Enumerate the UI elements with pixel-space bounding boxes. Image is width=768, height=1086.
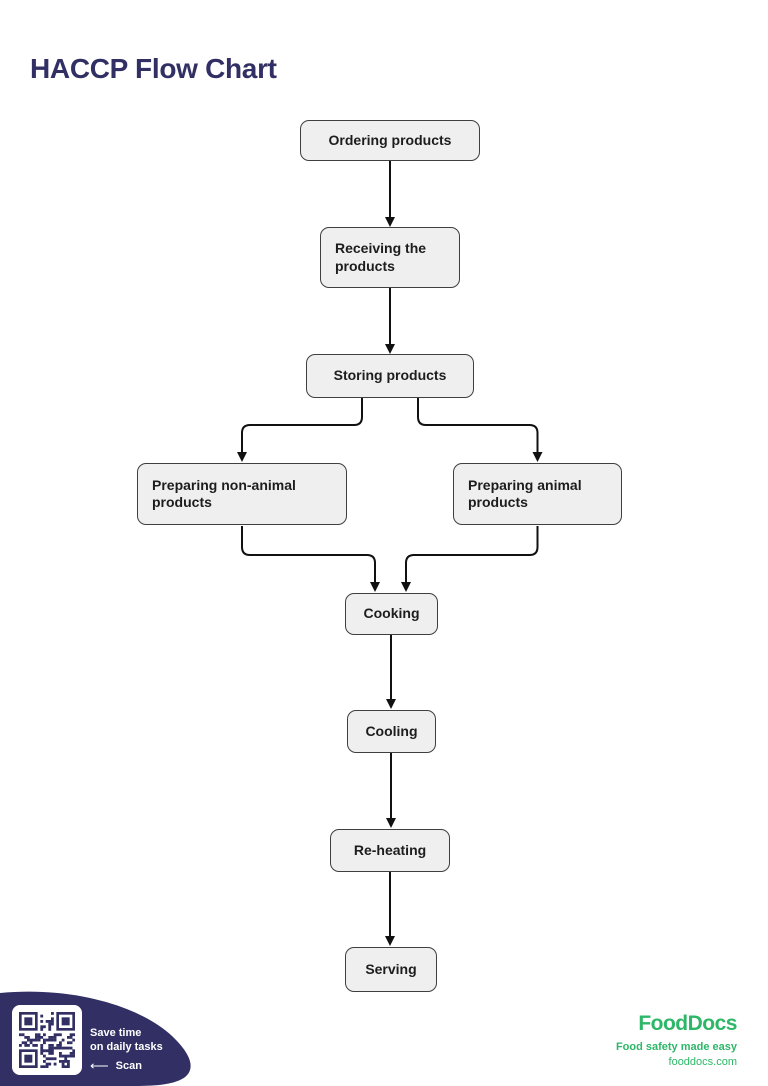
- arrowhead: [385, 217, 395, 227]
- flow-node-ordering: Ordering products: [300, 120, 480, 161]
- flow-node-cooling: Cooling: [347, 710, 436, 753]
- edge-storing-prep-non-animal: [241, 397, 363, 454]
- node-label: Preparing non-animal products: [152, 476, 296, 510]
- node-label: Ordering products: [328, 131, 452, 148]
- node-label: Re-heating: [353, 841, 427, 858]
- flow-node-prep-animal: Preparing animal products: [453, 463, 622, 525]
- arrowhead: [401, 582, 411, 592]
- flow-node-prep-non-animal: Preparing non-animal products: [137, 463, 347, 525]
- flow-node-reheating: Re-heating: [330, 829, 450, 872]
- brand-website: fooddocs.com: [668, 1056, 737, 1069]
- flow-node-storing: Storing products: [306, 354, 474, 398]
- flow-node-serving: Serving: [345, 947, 437, 992]
- page-title: HACCP Flow Chart: [30, 52, 277, 84]
- promo-line1: Save time: [90, 1027, 142, 1039]
- fooddocs-logo: FoodDocs: [638, 1012, 737, 1035]
- flow-node-receiving: Receiving the products: [320, 227, 460, 288]
- arrowhead: [532, 452, 543, 462]
- brand-block: FoodDocs Food safety made easy fooddocs.…: [615, 1012, 738, 1069]
- qr-code: [12, 1005, 82, 1075]
- scan-label: Scan: [115, 1060, 142, 1072]
- node-label: Cooking: [363, 605, 420, 622]
- qr-code-pattern: [19, 1012, 75, 1068]
- arrowhead: [385, 936, 395, 946]
- node-label: Cooling: [365, 722, 418, 739]
- edge-prep-non-animal-cooking: [241, 526, 376, 584]
- flow-node-cooking: Cooking: [345, 593, 438, 635]
- arrowhead: [385, 344, 395, 354]
- left-arrow-icon: ⟵: [90, 1058, 109, 1073]
- arrowhead: [237, 452, 247, 462]
- arrowhead: [370, 582, 380, 592]
- promo-line2: on daily tasks: [90, 1041, 163, 1054]
- node-label: Preparing animal products: [468, 476, 582, 510]
- node-label: Serving: [365, 960, 417, 977]
- arrowhead: [386, 699, 396, 709]
- edge-storing-prep-animal: [417, 397, 539, 454]
- node-label: Storing products: [333, 367, 447, 384]
- brand-tagline: Food safety made easy: [615, 1041, 737, 1054]
- promo-text: Save time on daily tasks: [90, 1026, 163, 1055]
- node-label: Receiving the products: [335, 240, 427, 274]
- edge-prep-animal-cooking: [405, 526, 539, 584]
- scan-hint: ⟵ Scan: [90, 1058, 142, 1074]
- arrowhead: [386, 818, 396, 828]
